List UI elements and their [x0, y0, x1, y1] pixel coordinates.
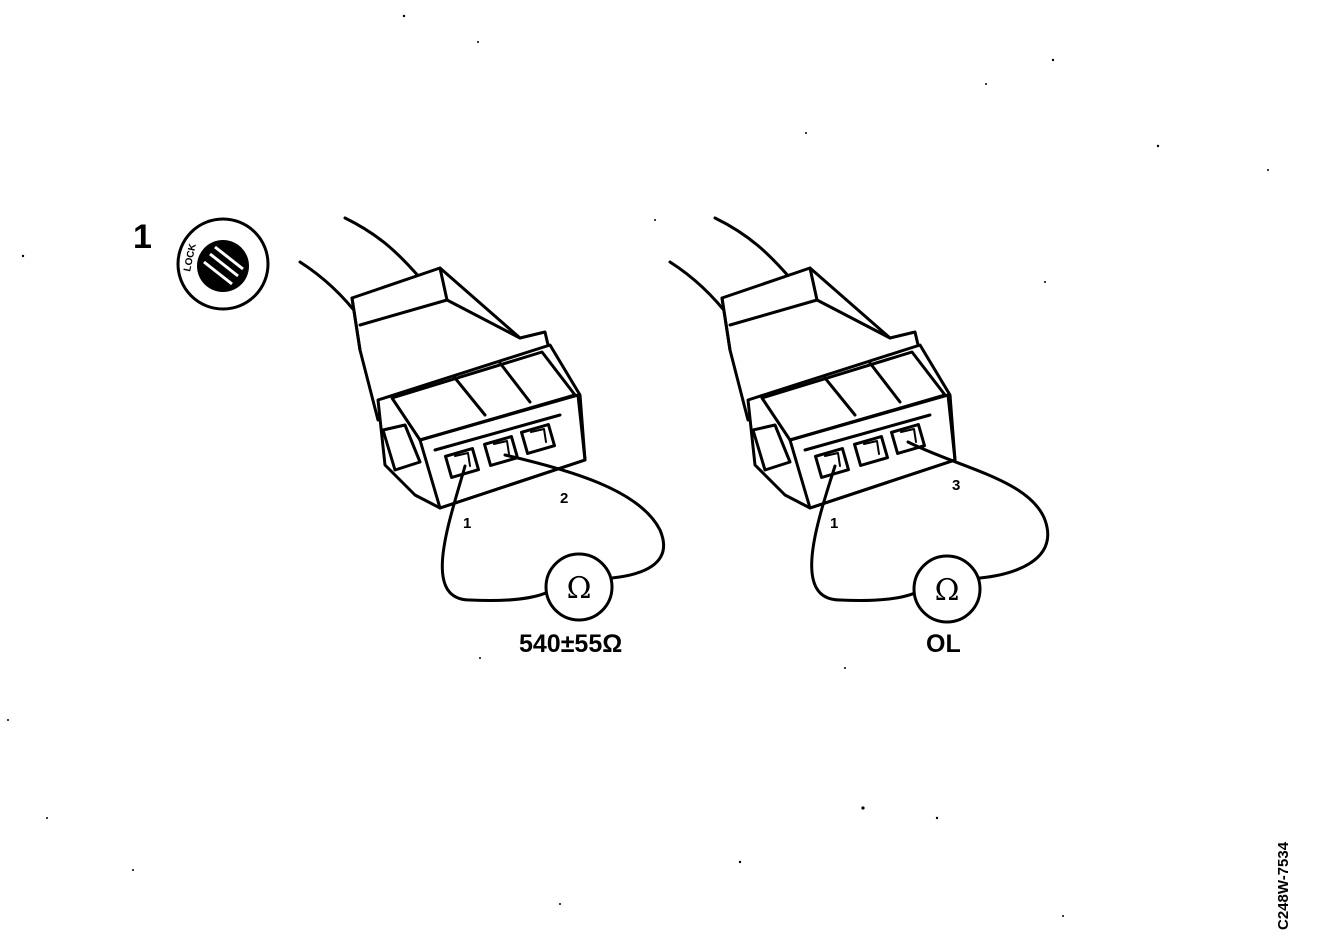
ohmmeter-right: Ω — [912, 554, 982, 624]
pin-label-left-1: 1 — [463, 515, 471, 532]
ignition-lock-icon: LOCK — [176, 217, 270, 311]
step-number: 1 — [133, 218, 152, 256]
figure-code: C248W-7534 — [1275, 841, 1292, 930]
pin-label-left-2: 2 — [560, 490, 568, 507]
scan-speckles — [7, 14, 1269, 917]
ohm-symbol-left: Ω — [567, 571, 592, 606]
probe-leads-right — [810, 440, 1049, 602]
reading-right: OL — [926, 630, 961, 658]
reading-left: 540±55Ω — [519, 630, 622, 658]
ohm-symbol-right: Ω — [935, 573, 960, 608]
ohmmeter-left: Ω — [544, 552, 614, 622]
pin-label-right-3: 3 — [952, 477, 960, 494]
probe-leads-left — [440, 453, 666, 602]
connector-right — [668, 216, 957, 510]
pin-label-right-1: 1 — [830, 515, 838, 532]
